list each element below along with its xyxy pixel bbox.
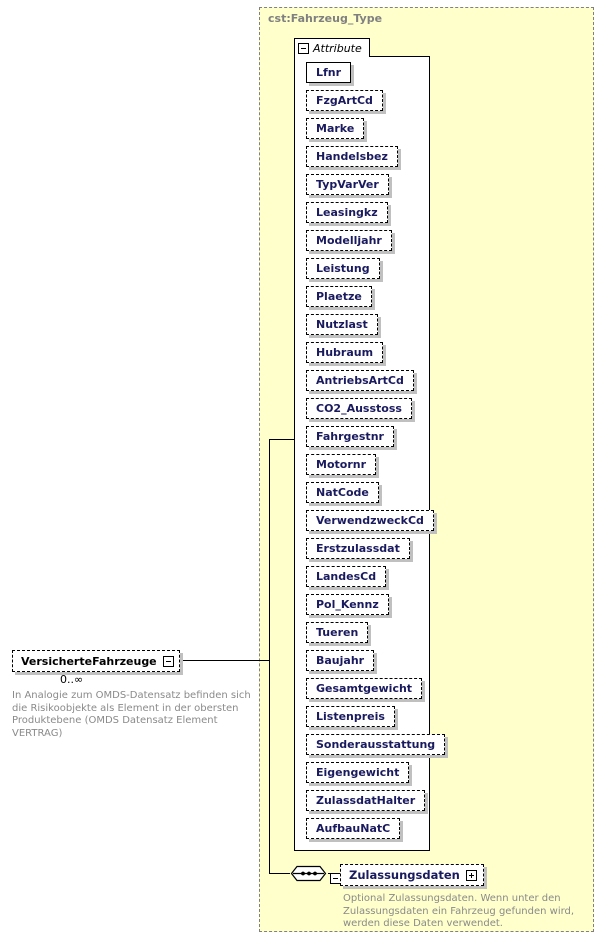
connector-element-to-trunk (152, 660, 269, 661)
attribute-item[interactable]: Sonderausstattung (306, 734, 446, 755)
attribute-item[interactable]: FzgArtCd (306, 90, 383, 111)
element-label: Zulassungsdaten (349, 868, 460, 882)
connector-trunk-to-attributes (269, 439, 295, 440)
attribute-item[interactable]: Pol_Kennz (306, 594, 389, 615)
element-annotation: In Analogie zum OMDS-Datensatz befinden … (12, 690, 251, 739)
attribute-item[interactable]: NatCode (306, 482, 379, 503)
element-annotation: Optional Zulassungsdaten. Wenn unter den… (343, 893, 575, 929)
cardinality-label: 0..∞ (60, 673, 84, 686)
connector-trunk-to-sequence (269, 873, 290, 874)
attribute-item[interactable]: Fahrgestnr (306, 426, 394, 447)
attribute-item[interactable]: Baujahr (306, 650, 375, 671)
minus-box-icon[interactable] (162, 655, 174, 667)
type-title: cst:Fahrzeug_Type (268, 12, 383, 25)
attribute-item[interactable]: ZulassdatHalter (306, 790, 426, 811)
attribute-item[interactable]: Plaetze (306, 286, 372, 307)
attribute-item[interactable]: Lfnr (306, 62, 352, 83)
connector-trunk-vertical (269, 439, 270, 874)
attribute-item[interactable]: Marke (306, 118, 365, 139)
attribute-item[interactable]: Motornr (306, 454, 376, 475)
attribute-item[interactable]: TypVarVer (306, 174, 389, 195)
attribute-item[interactable]: Gesamtgewicht (306, 678, 423, 699)
attribute-item[interactable]: Eigengewicht (306, 762, 410, 783)
attribute-item[interactable]: Tueren (306, 622, 369, 643)
attribute-panel-tab[interactable]: Attribute (294, 38, 370, 57)
element-zulassungsdaten[interactable]: Zulassungsdaten (340, 864, 484, 886)
minus-box-icon[interactable] (298, 42, 309, 54)
attribute-list: Lfnr FzgArtCd Marke Handelsbez TypVarVer… (306, 62, 446, 846)
attribute-item[interactable]: Listenpreis (306, 706, 395, 727)
attribute-item[interactable]: Modelljahr (306, 230, 392, 251)
attribute-item[interactable]: Handelsbez (306, 146, 398, 167)
attribute-item[interactable]: VerwendzweckCd (306, 510, 434, 531)
attribute-item[interactable]: Leasingkz (306, 202, 388, 223)
attribute-item[interactable]: LandesCd (306, 566, 387, 587)
attribute-item[interactable]: CO2_Ausstoss (306, 398, 412, 419)
plus-box-icon[interactable] (465, 869, 477, 881)
attribute-item[interactable]: Hubraum (306, 342, 384, 363)
attribute-item[interactable]: Nutzlast (306, 314, 378, 335)
attribute-item[interactable]: AntriebsArtCd (306, 370, 414, 391)
attribute-item[interactable]: AufbauNatC (306, 818, 401, 839)
sequence-icon[interactable] (289, 864, 329, 884)
attribute-item[interactable]: Leistung (306, 258, 380, 279)
attribute-item[interactable]: Erstzulassdat (306, 538, 410, 559)
element-label: VersicherteFahrzeuge (21, 654, 157, 668)
attribute-panel-label: Attribute (313, 41, 362, 55)
element-versichertefahrzeuge[interactable]: VersicherteFahrzeuge (12, 650, 180, 672)
